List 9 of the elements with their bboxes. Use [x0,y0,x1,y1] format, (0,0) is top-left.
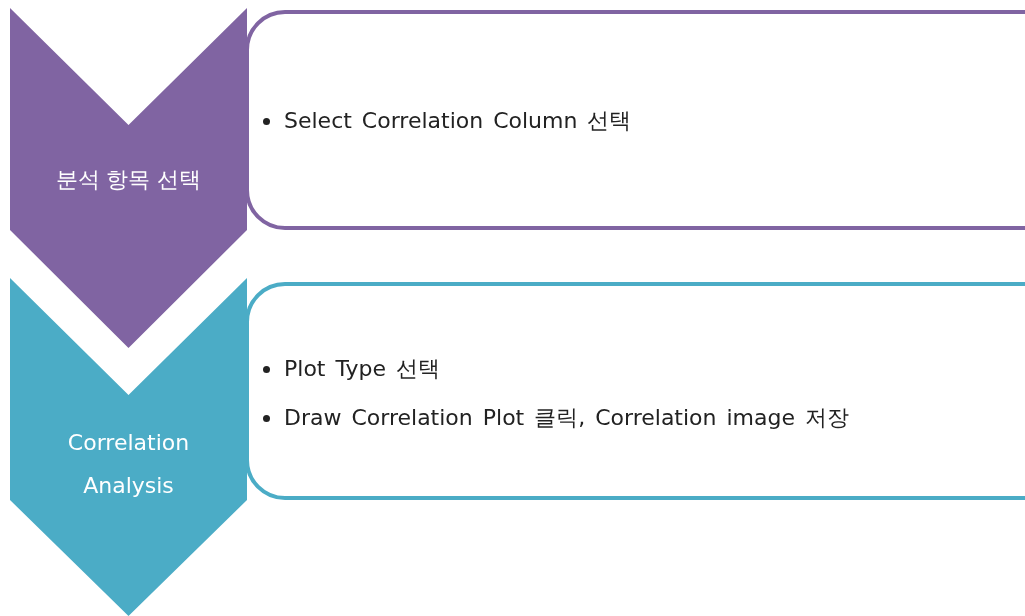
step-label: 분석 항목 선택 [54,166,203,194]
bullet-text: Plot Type 선택 [284,355,440,383]
step-label: Correlation Analysis [66,429,191,500]
content-panel [245,282,1025,500]
bullet-text: Select Correlation Column 선택 [284,107,632,135]
content-panel [245,10,1025,230]
chevron-step [10,278,247,616]
bullet-text: Draw Correlation Plot 클릭, Correlation image 저장 [284,404,850,432]
chevron-step [10,8,247,348]
